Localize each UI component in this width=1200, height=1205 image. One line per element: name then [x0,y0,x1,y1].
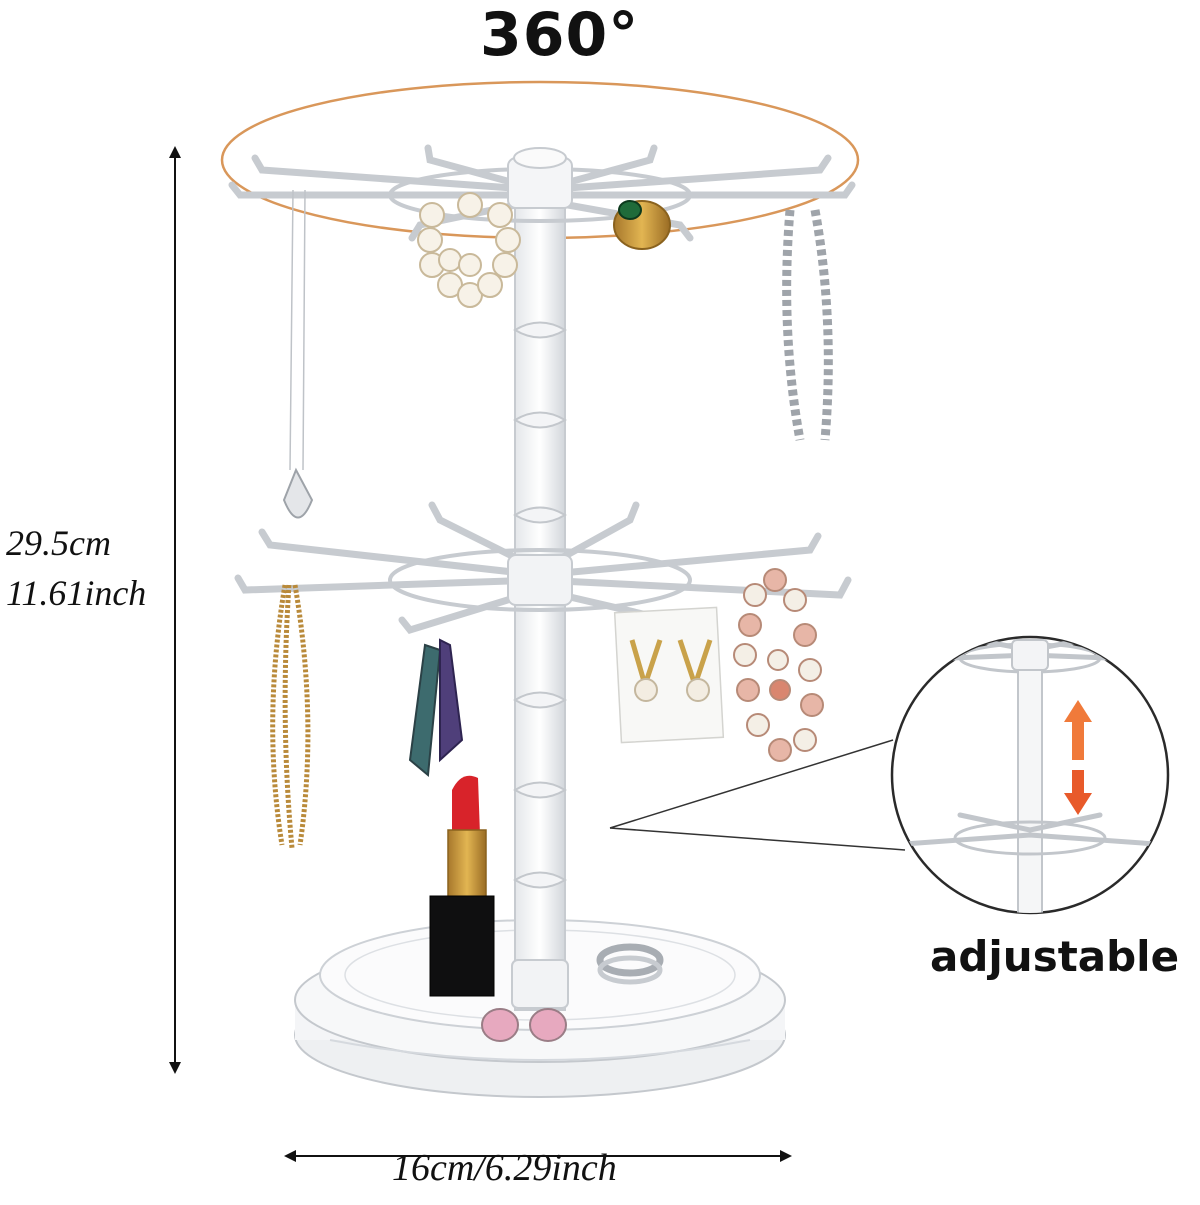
adjust-arrows-icon [1064,700,1092,815]
gold-ring-emerald [613,200,671,250]
pearl-bracelets [417,192,521,308]
height-cm-label: 29.5cm [6,523,111,563]
silver-necklace [282,189,314,519]
callout-pointer [609,739,906,851]
pearl-earring-card [613,606,725,744]
silver-ring [596,943,664,985]
middle-hub [507,554,573,606]
height-inch-label: 11.61inch [6,573,147,613]
beaded-bracelets [733,568,824,762]
gold-necklace [270,584,311,849]
adjustable-detail-circle [890,635,1170,915]
pink-stud-earrings [481,1008,567,1042]
top-cap [507,147,573,209]
lipstick [429,775,495,997]
adjustable-label: adjustable [930,932,1180,981]
sequin-earring [408,638,464,777]
rotation-label: 360° [480,0,640,70]
top-tier-hooks [228,144,856,242]
middle-tier-hooks [234,501,852,635]
width-label: 16cm/6.29inch [392,1147,617,1189]
silver-chain-bracelet [782,209,833,441]
